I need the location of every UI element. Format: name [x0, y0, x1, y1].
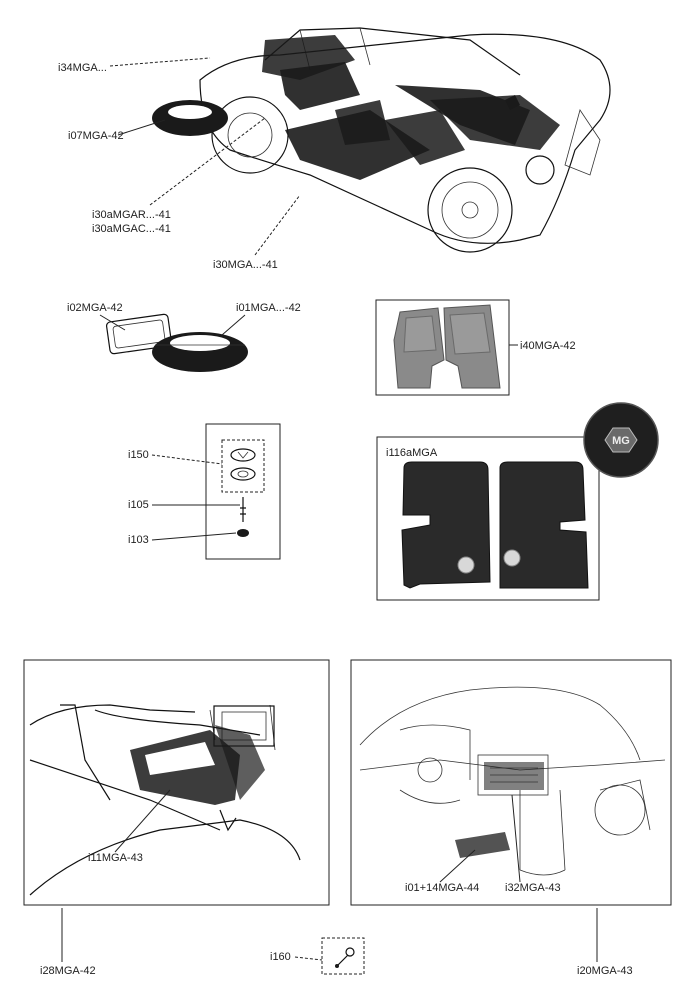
- i160-clip-illustration: [335, 947, 355, 968]
- label-i150: i150: [128, 449, 149, 461]
- label-i02: i02MGA-42: [67, 302, 123, 314]
- grey-mat-photo: [393, 304, 501, 389]
- leader-i32: [511, 794, 521, 883]
- leader-i02: [99, 314, 126, 331]
- label-i32: i32MGA-43: [505, 882, 561, 894]
- fastener-parts-illustration: [230, 448, 256, 537]
- leader-i11: [114, 789, 171, 853]
- label-i30: i30MGA...-41: [213, 259, 278, 271]
- label-i34: i34MGA...: [58, 62, 107, 74]
- label-i07: i07MGA-42: [68, 130, 124, 142]
- label-i01-14: i01+14MGA-44: [405, 882, 479, 894]
- mg-badge-text: MG: [612, 435, 630, 447]
- leader-i103: [151, 532, 237, 541]
- leader-i07: [117, 119, 166, 136]
- leader-i150: [151, 454, 223, 465]
- mat-photo-frame: [375, 299, 510, 396]
- interior-overview-frame: [350, 659, 672, 906]
- leader-i160: [294, 956, 323, 961]
- label-i160: i160: [270, 951, 291, 963]
- leader-i01-14: [439, 849, 476, 883]
- label-i116a: i116aMGA: [386, 447, 438, 459]
- leader-i30: [254, 194, 301, 256]
- label-i28: i28MGA-42: [40, 965, 96, 977]
- label-i105: i105: [128, 499, 149, 511]
- label-i40: i40MGA-42: [520, 340, 576, 352]
- cockpit-side-illustration: [29, 704, 301, 896]
- leader-i34: [109, 57, 211, 67]
- leader-i01: [221, 314, 246, 336]
- fastener-dashed-group: [221, 439, 265, 493]
- car-overview-illustration: [152, 27, 611, 253]
- interior-overview-illustration: [359, 686, 666, 876]
- black-mat-pair: [401, 461, 589, 589]
- label-i30a-c: i30aMGAC...-41: [92, 223, 171, 235]
- label-i20: i20MGA-43: [577, 965, 633, 977]
- label-i01: i01MGA...-42: [236, 302, 301, 314]
- label-i30a-r: i30aMGAR...-41: [92, 209, 171, 221]
- i160-dashed-group: [321, 937, 365, 975]
- black-mat-frame: [376, 436, 600, 601]
- mg-badge-magnifier: MG: [583, 402, 659, 478]
- spare-wheel-cover-illustration: [105, 313, 248, 372]
- label-i11: i11MGA-43: [88, 852, 143, 864]
- cockpit-side-frame: [23, 659, 330, 906]
- leader-i30a: [149, 117, 266, 206]
- fastener-parts-frame: [205, 423, 281, 560]
- label-i103: i103: [128, 534, 149, 546]
